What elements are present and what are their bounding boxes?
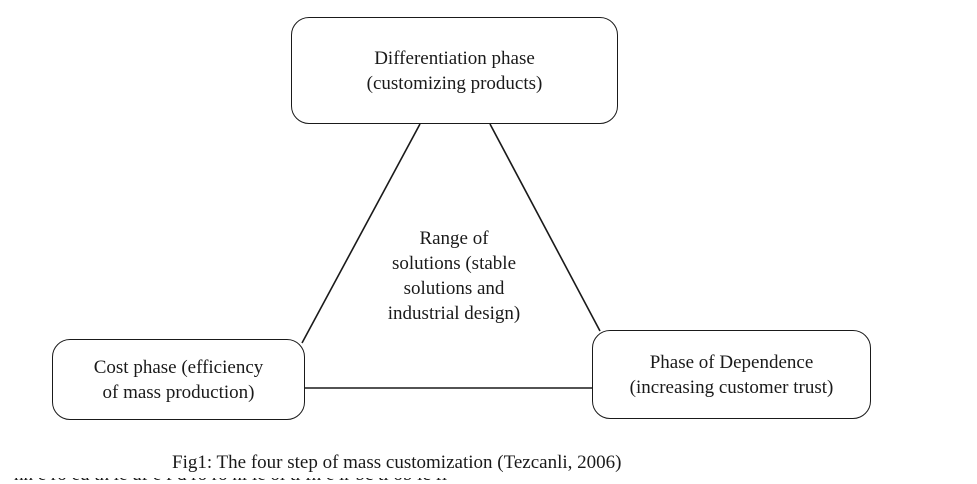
- figure-caption: Fig1: The four step of mass customizatio…: [172, 452, 622, 473]
- range-of-solutions-label: Range of solutions (stable solutions and…: [356, 226, 552, 326]
- center-line1: Range of: [419, 228, 489, 249]
- center-line2: solutions (stable: [391, 253, 517, 274]
- differentiation-phase-subtitle: (customizing products): [366, 72, 543, 94]
- dependence-phase-subtitle: (increasing customer trust): [629, 376, 834, 398]
- cost-phase-line2: of mass production): [102, 381, 255, 403]
- dependence-phase-box: Phase of Dependence (increasing customer…: [592, 330, 871, 419]
- dependence-phase-title: Phase of Dependence: [649, 351, 814, 373]
- cost-phase-line1: Cost phase (efficiency: [93, 356, 264, 378]
- cropped-text-tops: hn e ro eu th ie uf e f d ro ro ni ie ol…: [14, 478, 447, 484]
- differentiation-phase-box: Differentiation phase (customizing produ…: [291, 17, 618, 124]
- cropped-body-text-line: hn e ro eu th ie uf e f d ro ro ni ie ol…: [14, 478, 964, 484]
- cost-phase-box: Cost phase (efficiency of mass productio…: [52, 339, 305, 420]
- edge-top-to-right: [489, 123, 601, 332]
- center-line4: industrial design): [387, 303, 521, 324]
- center-line3: solutions and: [403, 278, 505, 299]
- differentiation-phase-title: Differentiation phase: [374, 47, 535, 69]
- edge-top-to-left: [301, 123, 421, 344]
